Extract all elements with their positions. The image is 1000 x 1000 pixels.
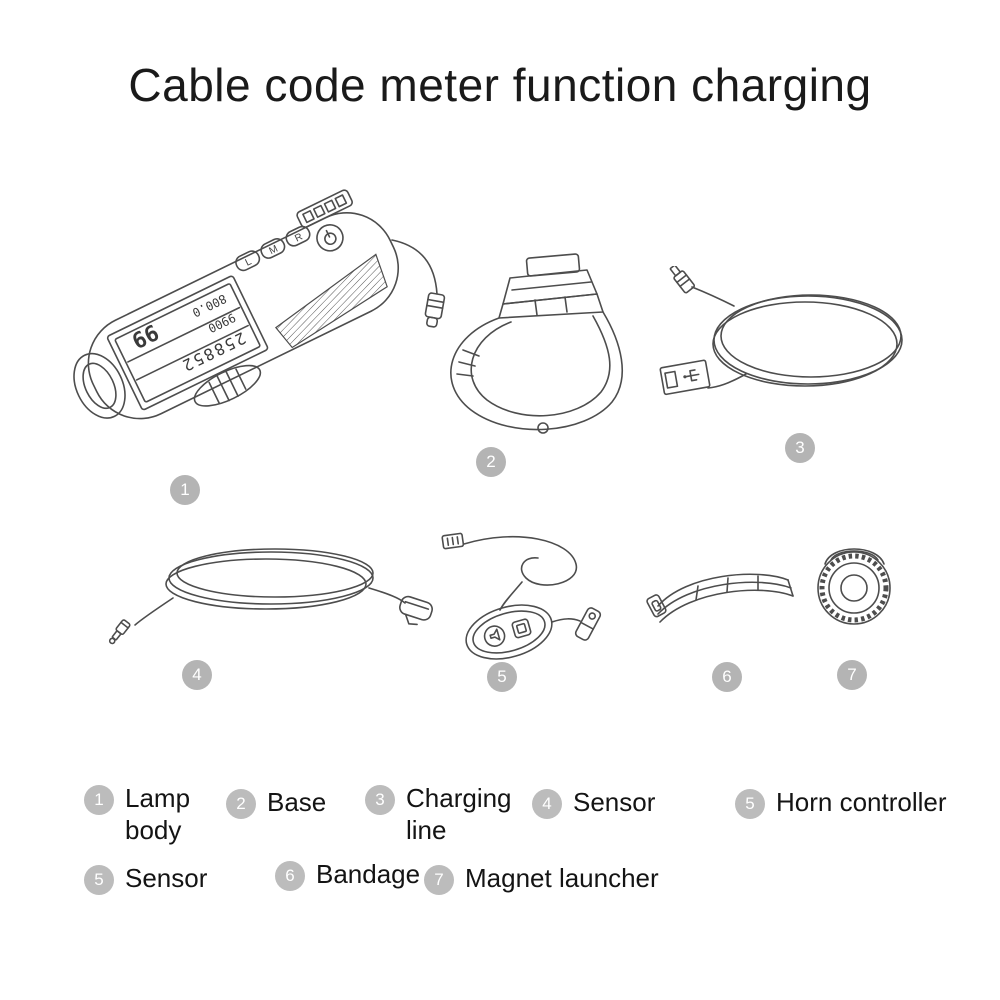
indicator-windows xyxy=(296,189,353,229)
button-l xyxy=(235,250,261,272)
horn-icon xyxy=(489,628,501,641)
charge-connector xyxy=(669,266,696,294)
part-4-badge: 4 xyxy=(182,660,212,690)
badge-number: 5 xyxy=(497,667,507,686)
lcd-display: 258852 9900 800.0 99 xyxy=(127,291,248,376)
cable-lead xyxy=(368,587,406,604)
legend-number: 3 xyxy=(365,785,395,815)
jack-plug xyxy=(108,619,131,645)
lcd-divider xyxy=(135,324,249,381)
legend-item-charging-line: 3 Charging line xyxy=(365,782,524,846)
badge-number: 4 xyxy=(192,665,202,684)
button-r-label: R xyxy=(293,231,304,244)
badge-number: 7 xyxy=(847,665,857,684)
badge-number: 1 xyxy=(180,480,190,499)
legend-label: Sensor xyxy=(125,863,208,893)
cable-lead xyxy=(134,597,174,626)
bandage-hook xyxy=(646,594,667,618)
legend-label: Sensor xyxy=(573,787,656,817)
horn-connector xyxy=(441,532,465,550)
legend-number: 6 xyxy=(275,861,305,891)
sensor-pod xyxy=(399,595,433,626)
mount-bracket xyxy=(574,607,602,641)
lamp-lens xyxy=(73,352,126,419)
part-7-badge: 7 xyxy=(837,660,867,690)
lamp-mode-buttons: L M R xyxy=(235,225,311,272)
base-illustration xyxy=(450,253,624,434)
legend-label: Magnet launcher xyxy=(465,863,659,893)
legend-number: 4 xyxy=(532,789,562,819)
legend-label: Horn controller xyxy=(776,787,947,817)
cable-lead xyxy=(551,618,581,623)
light-button xyxy=(511,618,532,639)
base-strap xyxy=(450,311,624,434)
badge-number: 2 xyxy=(486,452,496,471)
cable-lead xyxy=(707,373,747,389)
lamp-body-outline xyxy=(87,212,400,420)
horn-controller-illustration xyxy=(441,532,602,660)
lcd-frame xyxy=(106,275,269,411)
button-r xyxy=(285,225,311,247)
part-6-badge: 6 xyxy=(712,662,742,692)
legend-label: Lamp body xyxy=(125,783,191,845)
legend-number: 5 xyxy=(84,865,114,895)
legend-item-bandage: 6 Bandage xyxy=(275,858,420,891)
part-3-badge: 3 xyxy=(785,433,815,463)
side-reflector xyxy=(193,364,262,407)
legend-item-sensor: 4 Sensor xyxy=(532,786,655,819)
sensor-cable-illustration xyxy=(108,548,433,645)
lamp-body-illustration: 258852 9900 800.0 99 L M R xyxy=(73,189,446,420)
legend-item-horn-controller: 5 Horn controller xyxy=(735,786,947,819)
magnet-launcher-illustration xyxy=(817,548,891,625)
legend-number: 1 xyxy=(84,785,114,815)
lcd-inner-frame xyxy=(114,283,261,403)
part-2-badge: 2 xyxy=(476,447,506,477)
legend-number: 5 xyxy=(735,789,765,819)
badge-number: 6 xyxy=(722,667,732,686)
legend-item-sensor-2: 5 Sensor xyxy=(84,862,207,895)
legend-number: 7 xyxy=(424,865,454,895)
cable-coil xyxy=(165,548,374,610)
magnet-strap xyxy=(824,548,885,565)
horn-cable xyxy=(463,535,577,611)
trip-value: 9900 xyxy=(206,310,238,335)
legend-label: Bandage xyxy=(316,859,421,889)
charging-line-illustration xyxy=(659,266,903,396)
legend-item-lamp-body: 1 Lamp body xyxy=(84,782,217,846)
power-button-icon xyxy=(316,224,344,252)
base-clamp xyxy=(498,253,604,319)
part-5-badge: 5 xyxy=(487,662,517,692)
legend-item-magnet-launcher: 7 Magnet launcher xyxy=(424,862,659,895)
legend-number: 2 xyxy=(226,789,256,819)
cable-lead xyxy=(691,286,735,307)
knurled-ring xyxy=(819,553,889,623)
part-1-badge: 1 xyxy=(170,475,200,505)
horn-remote xyxy=(465,604,553,660)
page-title: Cable code meter function charging xyxy=(128,59,872,111)
legend-label: Base xyxy=(267,787,327,817)
legend-item-base: 2 Base xyxy=(226,786,326,819)
vent-grille xyxy=(274,253,388,349)
button-l-label: L xyxy=(244,256,254,269)
lamp-cable-connector xyxy=(424,292,446,328)
badge-number: 3 xyxy=(795,438,805,457)
usb-connector xyxy=(659,359,711,396)
button-m xyxy=(260,238,286,259)
lamp-cable xyxy=(391,239,438,295)
bandage-illustration xyxy=(646,573,794,623)
legend-label: Charging line xyxy=(406,783,512,845)
lcd-divider xyxy=(127,306,241,363)
cable-coil xyxy=(712,294,903,387)
